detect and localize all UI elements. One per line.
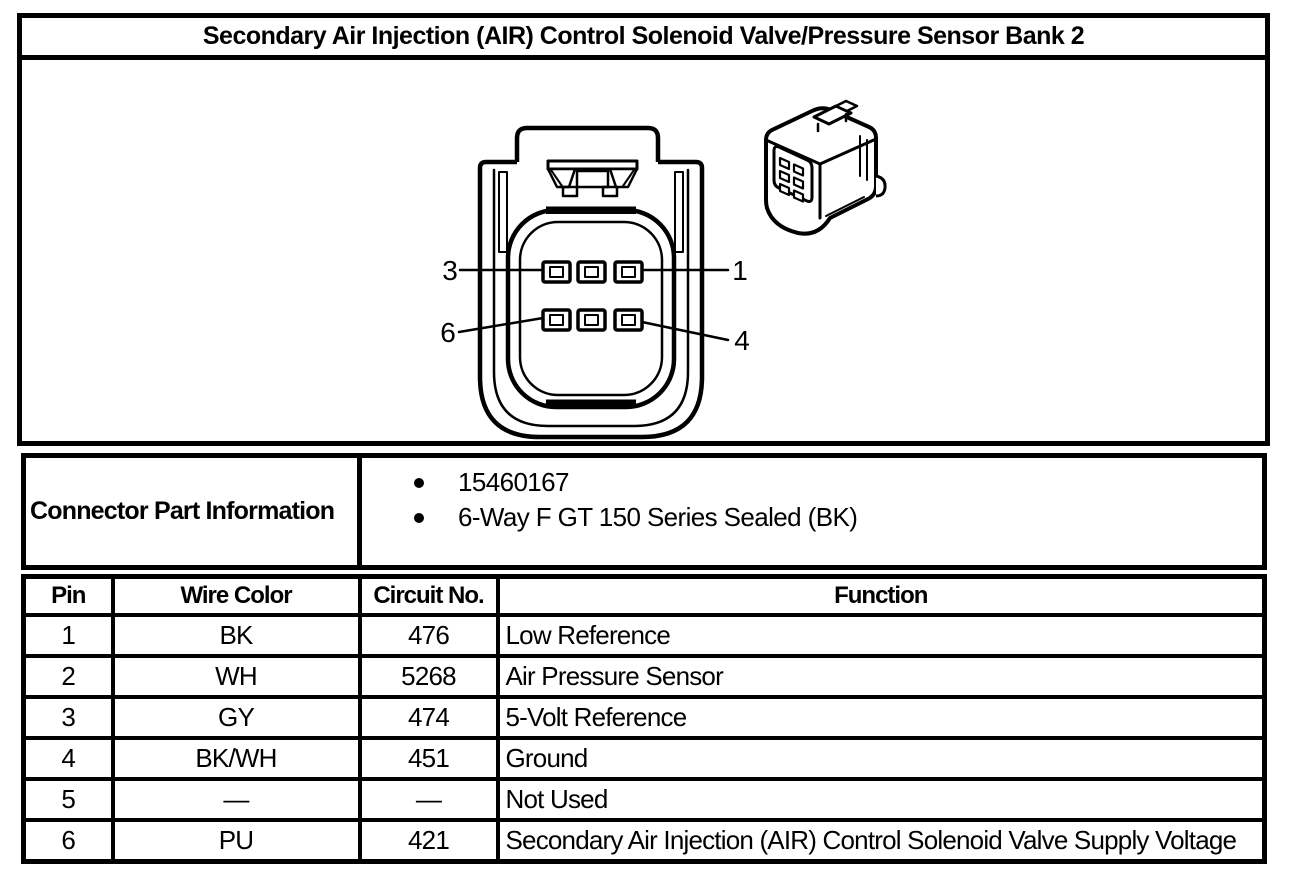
cell-wire-color: PU [110, 818, 362, 864]
pin-leader-line [457, 316, 545, 334]
table-row: 4 BK/WH 451 Ground [21, 736, 1267, 781]
col-header-function: Function [495, 574, 1267, 617]
pin-table: Pin Wire Color Circuit No. Function 1 BK… [21, 574, 1267, 864]
table-row: 5 — — Not Used [21, 777, 1267, 822]
cell-circuit-no: 451 [357, 736, 500, 781]
pin-number-label: 4 [734, 325, 750, 356]
part-info-bullet-item: 15460167 [414, 465, 1262, 500]
bullet-icon [414, 512, 424, 523]
pin-leader-line [640, 320, 730, 342]
table-row: 2 WH 5268 Air Pressure Sensor [21, 654, 1267, 699]
iso-side-ribs [859, 135, 868, 181]
cell-function: 5-Volt Reference [495, 695, 1267, 740]
terminal-pin [613, 308, 644, 332]
col-header-wire-color: Wire Color [110, 574, 362, 617]
iso-latch-tab [834, 99, 859, 113]
table-row: 1 BK 476 Low Reference [21, 613, 1267, 658]
cell-function: Not Used [495, 777, 1267, 822]
bullet-icon [414, 477, 424, 488]
cell-circuit-no: 421 [357, 818, 500, 864]
title-bar: Secondary Air Injection (AIR) Control So… [22, 18, 1265, 60]
part-info-label-cell: Connector Part Information [26, 458, 362, 565]
cell-pin: 5 [21, 777, 115, 822]
pin-number-label: 6 [440, 317, 456, 348]
cell-function: Low Reference [495, 613, 1267, 658]
lock-rail-left [498, 171, 508, 253]
col-header-pin: Pin [21, 574, 115, 617]
connector-diagram: 3 1 6 4 [440, 99, 887, 440]
latch-detail [546, 159, 639, 198]
terminal-pin [541, 308, 572, 332]
iso-mating-face [772, 145, 814, 203]
pin-number-label: 3 [442, 255, 458, 286]
cell-circuit-no: 476 [357, 613, 500, 658]
cell-pin: 1 [21, 613, 115, 658]
cell-wire-color: GY [110, 695, 362, 740]
part-info-label: Connector Part Information [30, 497, 335, 525]
iso-latch [812, 104, 853, 126]
cell-function: Secondary Air Injection (AIR) Control So… [495, 818, 1267, 864]
connector-series: 6-Way F GT 150 Series Sealed (BK) [458, 502, 858, 532]
cell-circuit-no: — [357, 777, 500, 822]
cell-wire-color: BK/WH [110, 736, 362, 781]
table-row: 6 PU 421 Secondary Air Injection (AIR) C… [21, 818, 1267, 864]
header-row: Pin Wire Color Circuit No. Function [21, 574, 1267, 617]
cell-circuit-no: 5268 [357, 654, 500, 699]
seal-ring [505, 206, 677, 410]
cell-wire-color: WH [110, 654, 362, 699]
connector-front-view: 3 1 6 4 [440, 125, 750, 440]
cell-wire-color: BK [110, 613, 362, 658]
connector-body-inner-line [492, 168, 690, 428]
cell-pin: 2 [21, 654, 115, 699]
iso-side-bump [875, 174, 887, 198]
cell-function: Ground [495, 736, 1267, 781]
lock-rail-right [674, 171, 684, 253]
terminal-pin [576, 260, 607, 284]
part-info-panel: Connector Part Information 15460167 6-Wa… [21, 453, 1267, 570]
iso-pin-slots [778, 156, 805, 203]
terminal-pin [576, 308, 607, 332]
terminal-pin [613, 260, 644, 284]
cell-pin: 3 [21, 695, 115, 740]
cell-pin: 6 [21, 818, 115, 864]
connector-iso-view [764, 99, 887, 236]
part-info-bullet-item: 6-Way F GT 150 Series Sealed (BK) [414, 500, 1262, 535]
cell-circuit-no: 474 [357, 695, 500, 740]
cell-function: Air Pressure Sensor [495, 654, 1267, 699]
part-number: 15460167 [458, 467, 569, 497]
col-header-circuit-no: Circuit No. [357, 574, 500, 617]
terminal-pin [541, 260, 572, 284]
part-info-values-cell: 15460167 6-Way F GT 150 Series Sealed (B… [362, 458, 1262, 565]
iso-step-line [825, 196, 865, 217]
pin-number-label: 1 [732, 255, 748, 286]
title-diagram-panel: Secondary Air Injection (AIR) Control So… [17, 13, 1270, 446]
page-title: Secondary Air Injection (AIR) Control So… [202, 22, 1085, 50]
connector-latch-tower [514, 125, 661, 166]
table-row: 3 GY 474 5-Volt Reference [21, 695, 1267, 740]
diagram-area: 3 1 6 4 [22, 60, 1265, 441]
iso-latch-ticks [816, 112, 848, 133]
cell-wire-color: — [110, 777, 362, 822]
cell-pin: 4 [21, 736, 115, 781]
